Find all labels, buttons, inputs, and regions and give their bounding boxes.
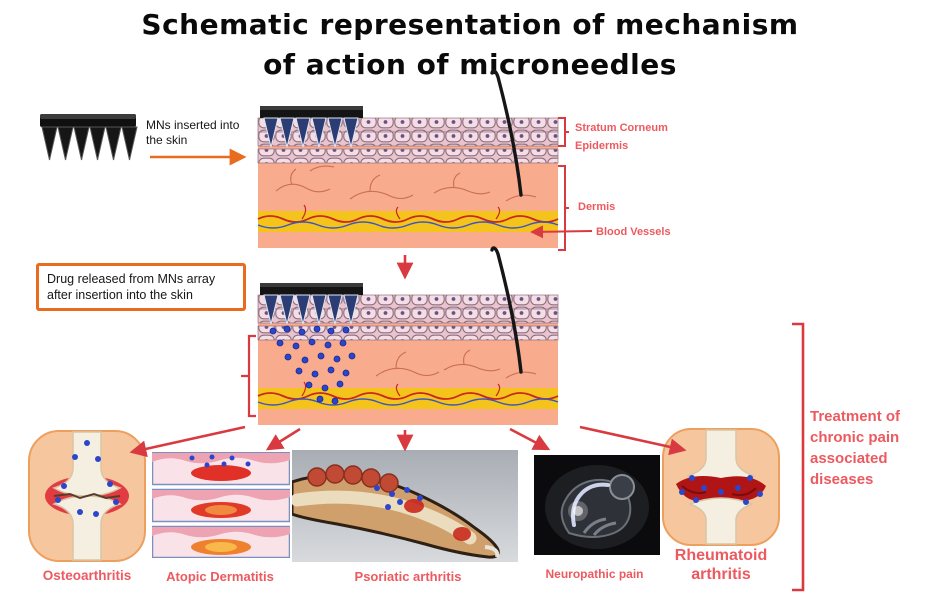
atopic-dermatitis-label: Atopic Dermatitis xyxy=(166,569,274,584)
drug-released-box: Drug released from MNs array after inser… xyxy=(36,263,246,311)
finger-bone xyxy=(292,490,477,545)
osteoarthritis-image xyxy=(28,430,146,562)
blood-vessels-lines xyxy=(257,204,559,229)
drug-particles xyxy=(679,475,763,505)
drug-release-bracket xyxy=(241,334,256,418)
blood-vessels-lines xyxy=(257,381,559,406)
epidermis-label: Epidermis xyxy=(575,140,629,152)
drug-particles xyxy=(55,440,119,517)
spine-glow xyxy=(571,482,610,527)
joint-line xyxy=(53,492,121,500)
disease-arrows xyxy=(129,425,687,458)
stratum-corneum-label: Stratum Corneum xyxy=(575,122,668,134)
skin-panel-1 xyxy=(152,452,290,486)
dermis-capillaries xyxy=(275,165,537,202)
skin-panel-2 xyxy=(152,488,290,523)
psoriatic-arthritis-image xyxy=(292,450,518,562)
skin-panel-3 xyxy=(152,525,290,558)
stratum-corneum-bracket xyxy=(558,117,569,147)
rheumatoid-arthritis-label: Rheumatoid arthritis xyxy=(674,547,768,583)
limbs xyxy=(582,517,617,536)
microneedle-tips xyxy=(41,126,138,161)
pain-point xyxy=(573,506,583,516)
skin-cross-section-1 xyxy=(257,69,559,248)
joint-inflammation-2 xyxy=(453,527,471,541)
fingernail xyxy=(484,545,500,558)
blood-vessels-label: Blood Vessels xyxy=(596,226,671,238)
microneedle-array-icon xyxy=(40,114,138,161)
dermis-label: Dermis xyxy=(578,201,616,213)
drug-particles xyxy=(374,485,423,510)
lower-bone xyxy=(687,497,755,545)
blood-vessel-band xyxy=(258,211,558,232)
psoriasis-plaques xyxy=(307,464,399,493)
microneedle-array-inserted xyxy=(260,283,363,325)
rheumatoid-arthritis-image xyxy=(662,428,780,546)
page-title: Schematic representation of mechanism of… xyxy=(0,5,940,85)
skin-cross-section-2 xyxy=(257,246,559,425)
osteoarthritis-label: Osteoarthritis xyxy=(42,568,132,583)
hair-shaft xyxy=(490,246,523,374)
atopic-dermatitis-image xyxy=(152,452,290,558)
blood-vessel-band xyxy=(258,388,558,409)
microneedle-array-inserted xyxy=(260,106,363,148)
drug-particles xyxy=(269,325,356,405)
hair-shaft xyxy=(490,69,523,197)
neuropathic-pain-image xyxy=(534,455,660,555)
dermis-bracket xyxy=(558,165,569,251)
mns-inserted-label: MNs inserted into the skin xyxy=(146,118,240,147)
psoriatic-arthritis-label: Psoriatic arthritis xyxy=(354,569,462,584)
head xyxy=(609,474,635,500)
neuropathic-pain-label: Neuropathic pain xyxy=(545,567,644,581)
joint-inflammation xyxy=(404,499,424,513)
treatment-bracket xyxy=(792,322,805,592)
treatment-label: Treatment of chronic pain associated dis… xyxy=(810,408,901,488)
title-line-2: of action of microneedles xyxy=(263,48,677,81)
epidermis-row xyxy=(257,148,559,164)
title-line-1: Schematic representation of mechanism xyxy=(141,8,799,41)
